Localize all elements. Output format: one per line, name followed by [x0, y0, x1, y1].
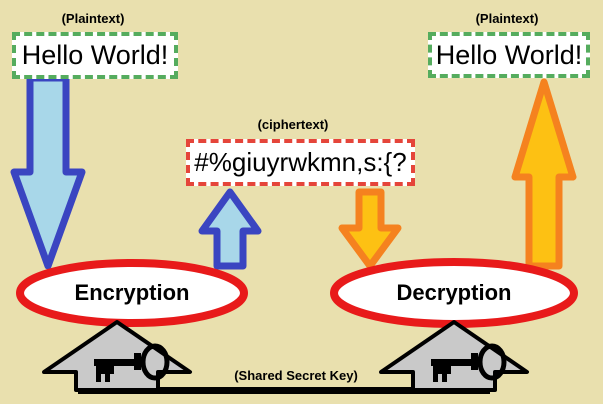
decryption-label: Decryption [396, 280, 512, 305]
encryption-label: Encryption [74, 280, 190, 305]
plaintext-to-encryption-arrow [10, 74, 86, 270]
plaintext-right-box: Hello World! [428, 32, 590, 78]
ciphertext-box: #%giuyrwkmn,s:{? [186, 139, 415, 186]
key-icon [431, 343, 507, 382]
right-key-arrow [379, 320, 529, 392]
ciphertext-to-decryption-arrow [338, 188, 402, 270]
encryption-to-ciphertext-arrow [198, 188, 262, 270]
plaintext-left-label: (Plaintext) [61, 10, 125, 26]
encryption-ellipse [16, 259, 248, 327]
ciphertext-label: (ciphertext) [257, 116, 329, 132]
shared-key-line [78, 387, 490, 394]
shared-secret-key-label: (Shared Secret Key) [234, 367, 358, 383]
decryption-to-plaintext-arrow [511, 78, 577, 270]
key-icon [94, 343, 170, 382]
left-key-arrow [42, 320, 192, 392]
plaintext-left-box: Hello World! [12, 32, 178, 79]
plaintext-right-label: (Plaintext) [475, 10, 539, 26]
